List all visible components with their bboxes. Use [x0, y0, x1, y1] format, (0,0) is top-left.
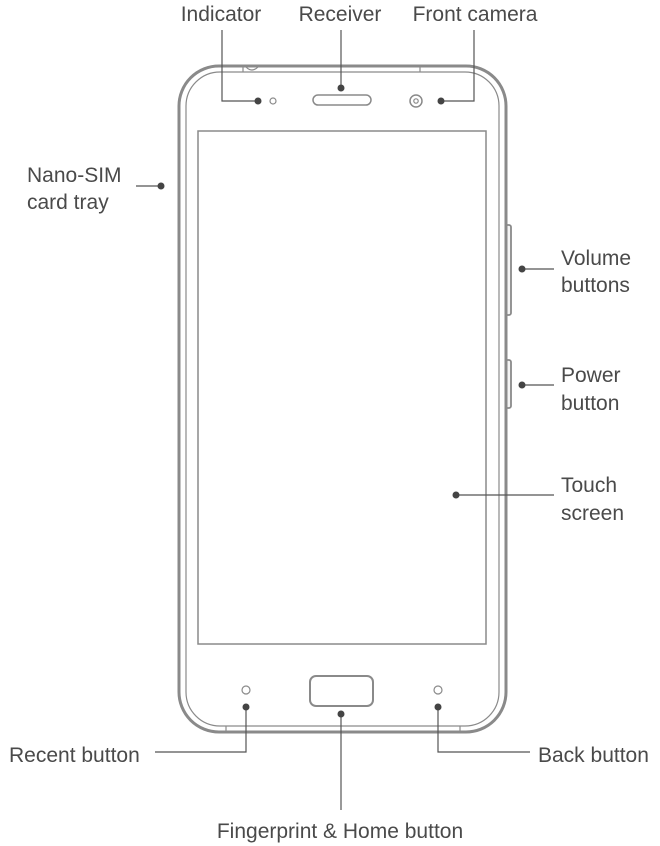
- recent-button-dot: [242, 703, 250, 711]
- power-label-line1: Power: [561, 364, 621, 387]
- front-camera-shape: [409, 94, 423, 108]
- front-camera-leader: [441, 30, 475, 102]
- recent-button-leader: [155, 707, 247, 753]
- volume-label-line2: buttons: [561, 274, 630, 297]
- nano-sim-label-line1: Nano-SIM: [27, 164, 122, 187]
- back-button-dot: [434, 703, 442, 711]
- phone-body-inner: [185, 71, 500, 727]
- touch-screen-shape: [197, 130, 487, 645]
- touch-screen-dot: [452, 491, 460, 499]
- volume-dot: [518, 265, 526, 273]
- fingerprint-home-label: Fingerprint & Home button: [217, 820, 463, 843]
- receiver-shape: [312, 94, 372, 106]
- touch-screen-label-line1: Touch: [561, 474, 617, 497]
- front-camera-label: Front camera: [413, 3, 538, 26]
- indicator-shape: [269, 97, 277, 105]
- volume-label-line1: Volume: [561, 247, 631, 270]
- fingerprint-home-button-shape: [309, 675, 374, 707]
- touch-screen-label-line2: screen: [561, 502, 624, 525]
- nano-sim-dot: [157, 182, 165, 190]
- recent-button-shape: [241, 685, 251, 695]
- front-camera-dot: [437, 97, 445, 105]
- top-notch: [245, 66, 259, 71]
- back-button-shape: [433, 685, 443, 695]
- front-camera-lens: [413, 98, 419, 104]
- receiver-label: Receiver: [299, 3, 382, 26]
- power-dot: [518, 381, 526, 389]
- indicator-label: Indicator: [181, 3, 262, 26]
- back-button-label: Back button: [538, 744, 649, 767]
- fingerprint-home-dot: [337, 710, 345, 718]
- recent-button-label: Recent button: [9, 744, 140, 767]
- receiver-dot: [337, 84, 345, 92]
- power-label-line2: button: [561, 392, 619, 415]
- indicator-dot: [254, 97, 262, 105]
- back-button-leader: [437, 707, 530, 753]
- nano-sim-label-line2: card tray: [27, 191, 109, 214]
- indicator-leader: [221, 30, 258, 102]
